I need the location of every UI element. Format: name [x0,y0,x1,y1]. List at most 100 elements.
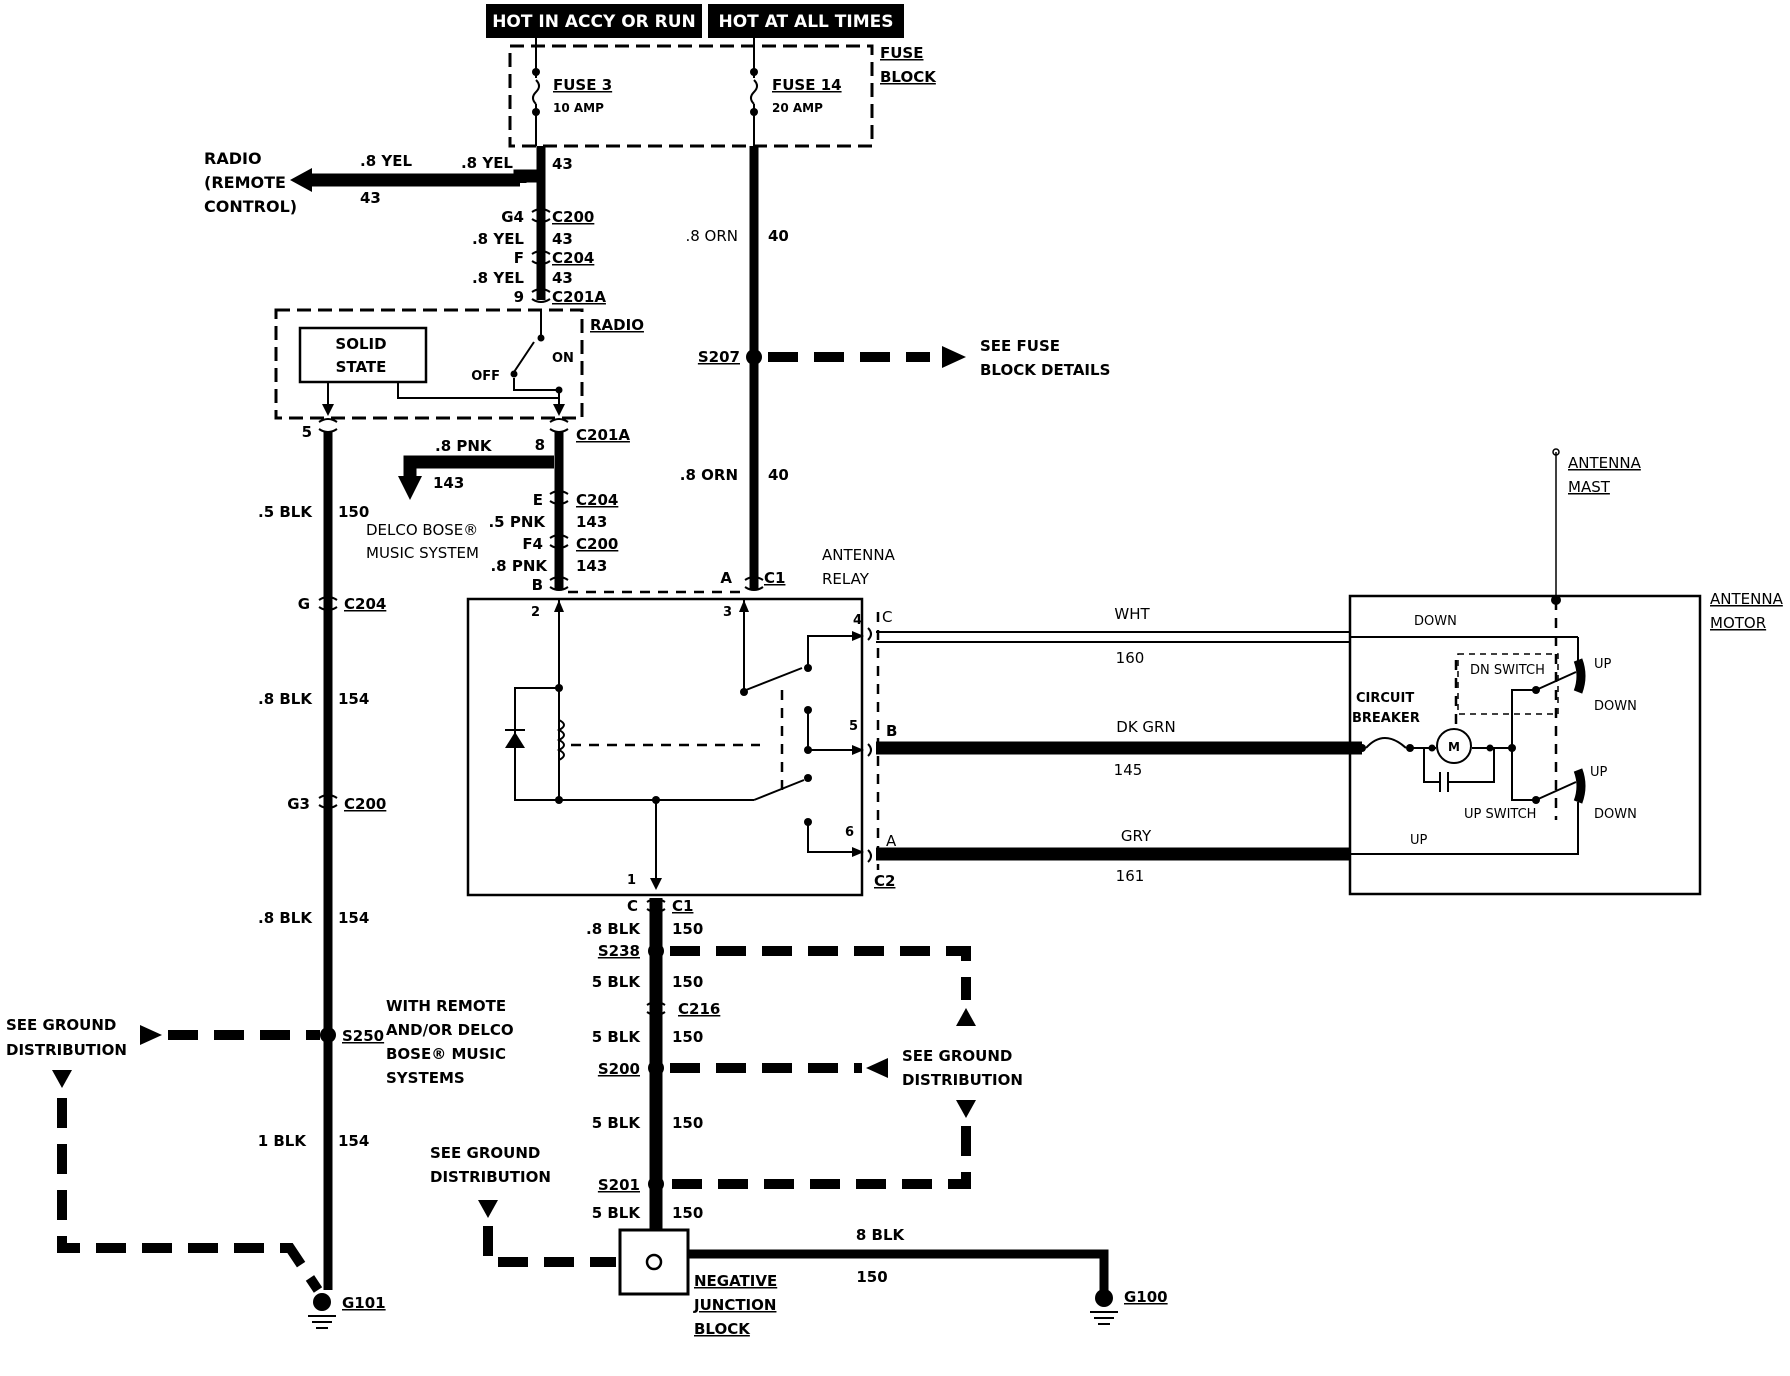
center-circuit-1: 150 [672,920,703,938]
left-see-ground-1: SEE GROUND [6,1016,116,1034]
radio-outline [274,308,584,420]
center-c1: C1 [672,897,693,915]
center-wire-4: 5 BLK [592,1114,642,1132]
up-switch-up: UP [1590,765,1608,780]
fuse3-rating: 10 AMP [553,101,604,115]
antenna-motor: ANTENNA MAST ANTENNA MOTOR DOWN DN SWITC… [1348,448,1784,896]
harness: C WHT 160 B DK GRN 145 A GRY 161 C2 [867,605,1362,890]
blk-circuit-3: 154 [338,909,369,927]
bottom-see-ground-2: DISTRIBUTION [430,1168,551,1186]
see-fuse-1: SEE FUSE [980,337,1060,355]
blk-circuit-4: 154 [338,1132,369,1150]
dkgrn-circuit: 145 [1114,761,1143,779]
bose-label-1: DELCO BOSE® [366,521,478,539]
radio-remote-label-3: CONTROL) [204,197,297,216]
yel-pin-9: 9 [514,288,524,306]
yel-feed: .8 YEL 43 RADIO (REMOTE CONTROL) .8 YEL … [204,146,606,306]
blk-c204: C204 [344,595,386,613]
radio-box: RADIO SOLID STATE OFF ON 5 8 C201A [274,308,644,454]
g101-label: G101 [342,1294,386,1312]
c200-blk-mark [318,794,338,809]
switch-on-label: ON [552,351,574,366]
s250-note-1: WITH REMOTE [386,997,506,1015]
fuse14-dot-top [750,68,758,76]
s201-arrow-down [956,1100,976,1118]
solid-state-box [298,326,428,384]
pnk-wire: .8 PNK [435,437,493,455]
power-headers: HOT IN ACCY OR RUN HOT AT ALL TIMES [486,4,904,38]
blk-wire-4: 1 BLK [258,1132,308,1150]
dn-switch-label: DN SWITCH [1470,663,1545,678]
motor-node-right [1486,744,1494,752]
dn-switch-down: DOWN [1594,699,1637,714]
motor-m-label: M [1448,740,1460,754]
bose-arrow [398,476,422,500]
hot-accy-run-box [486,4,702,38]
solid-state-label-1: SOLID [335,335,386,353]
switch-pivot [510,370,518,378]
bottom-dist-dash-link [483,1226,616,1267]
motor-down-label: DOWN [1414,614,1457,629]
s200-label: S200 [598,1060,640,1078]
orn-circuit-1: 40 [768,227,789,245]
s250-splice [320,1027,336,1043]
c204-blk-mark [318,596,338,611]
breaker-label-1: CIRCUIT [1356,691,1414,706]
yel-pin-g4: G4 [501,208,524,226]
pnk-pin-b: B [532,576,543,594]
s200-splice [648,1060,664,1076]
hot-all-times-label: HOT AT ALL TIMES [719,12,894,32]
g100-wire-label: 8 BLK [856,1226,906,1244]
radio-remote-circuit: 43 [360,189,381,207]
dn-switch-cam [1573,658,1586,694]
center-circuit-5: 150 [672,1204,703,1222]
yel-circuit-2: 43 [552,230,573,248]
radio-remote-arrow [290,168,312,192]
fuse14-name: FUSE 14 [772,76,842,94]
motor-up-bus [1350,802,1579,855]
radio-remote-label-1: RADIO [204,149,262,168]
relay-contact-2-blade [753,779,805,801]
relay-pin-b-mark [549,576,569,591]
fuse3-element [532,79,540,105]
solid-state-link [397,382,559,399]
antenna-mast-tip [1552,448,1560,456]
pnk-circuit: 143 [433,474,464,492]
orn-wire-2: .8 ORN [680,466,738,484]
pnk-wire-to-bose [403,455,554,478]
relay-pin3-arrow [739,600,749,612]
switch-blade [513,341,535,373]
junction-to-up-switch [1511,748,1536,801]
harness-pin-c: C [882,608,892,626]
c2-terminal-marks [867,627,872,863]
s200-arrow [866,1058,888,1078]
wht-label: WHT [1114,605,1150,623]
negative-junction-block [618,1228,690,1296]
orn-c1: C1 [764,569,785,587]
s207-label: S207 [698,348,740,366]
s238-splice [648,943,664,959]
g101-terminal [313,1293,331,1311]
relay-c1-mark [744,576,764,591]
switch-to-pin8 [513,378,560,410]
orn-wire-1: .8 ORN [685,227,738,245]
motor-node-left [1428,744,1436,752]
relay-pin-5: 5 [849,719,858,734]
motor-capacitor-loop [1423,748,1495,783]
yel-wire-top-label: .8 YEL [461,154,513,172]
breaker-node-left [1358,744,1366,752]
left-dist-arrow-down [52,1070,72,1088]
center-wire-2: 5 BLK [592,973,642,991]
radio-label: RADIO [590,316,644,334]
pnk-wire-2: .5 PNK [488,513,546,531]
relay-pin1-arrow [650,878,662,890]
up-switch-pivot [1532,796,1540,804]
center-see-ground-2: DISTRIBUTION [902,1071,1023,1089]
g100-label: G100 [1124,1288,1168,1306]
pnk-wire-3: .8 PNK [490,557,548,575]
njb-label-2: JUNCTION [693,1296,776,1314]
solid-state-label-2: STATE [336,358,387,376]
hot-accy-run-label: HOT IN ACCY OR RUN [492,12,696,32]
pin5-arrow [322,404,334,416]
